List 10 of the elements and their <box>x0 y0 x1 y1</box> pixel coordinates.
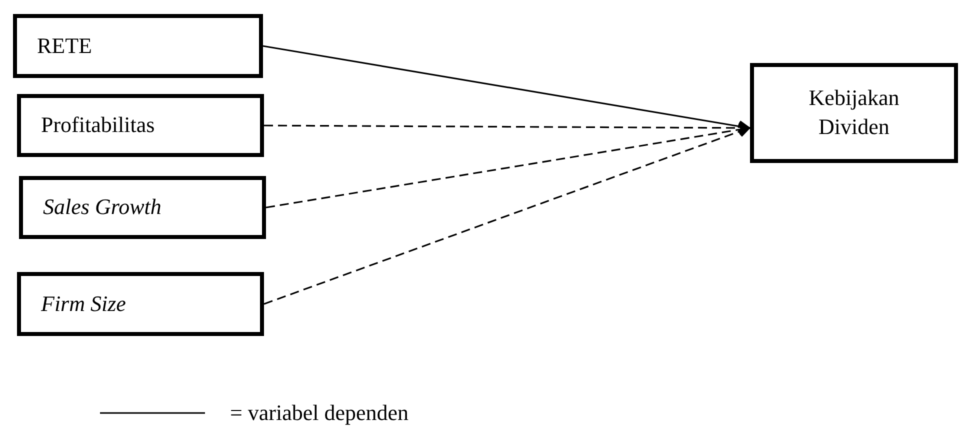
arrow <box>266 124 750 208</box>
variable-box: Profitabilitas <box>17 94 264 157</box>
variable-box: Kebijakan Dividen <box>750 63 958 163</box>
legend-text: = variabel dependen <box>230 400 409 426</box>
variable-box: RETE <box>13 14 263 78</box>
variable-box: Sales Growth <box>19 176 266 239</box>
variable-box: Firm Size <box>17 272 264 336</box>
arrow <box>264 126 750 305</box>
arrow <box>264 122 750 134</box>
arrow <box>262 45 750 132</box>
